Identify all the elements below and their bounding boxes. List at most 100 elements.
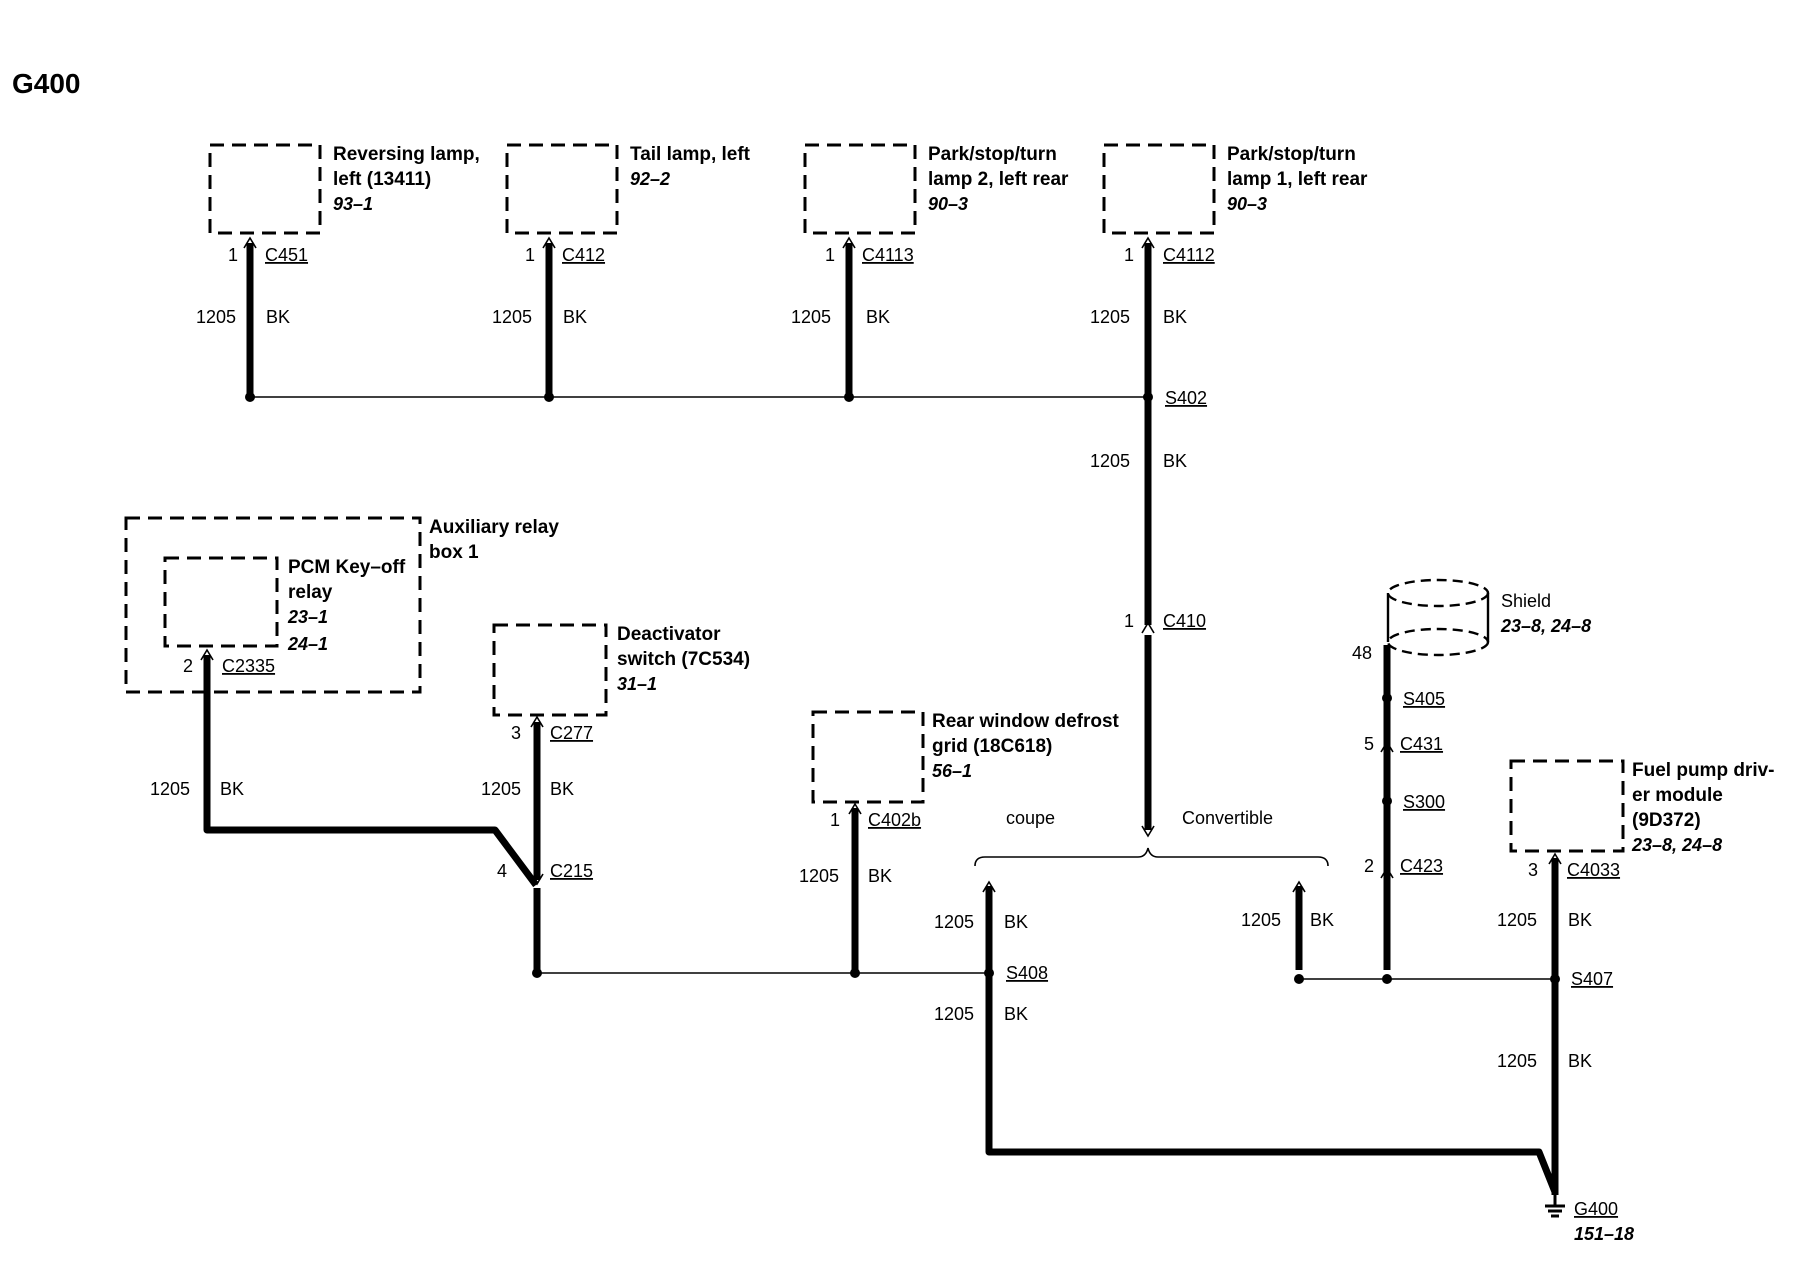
connector-c423: C423 <box>1400 856 1443 876</box>
park-lamp-1-box <box>1102 143 1216 235</box>
reversing-lamp-label-1: Reversing lamp, <box>333 144 480 165</box>
wire-circuit-label: 1205 <box>934 912 974 932</box>
splice-s405: S405 <box>1403 689 1445 709</box>
rear-defrost-component: Rear window defrost grid (18C618) 56–1 1… <box>811 710 1120 830</box>
deactivator-label-2: switch (7C534) <box>617 649 750 670</box>
diagram-title: G400 <box>12 68 81 99</box>
splice-s407: S407 <box>1571 969 1613 989</box>
connector-end-symbol <box>1141 825 1155 838</box>
connector-c4112: C4112 <box>1163 245 1215 265</box>
wire-circuit-label: 1205 <box>1090 307 1130 327</box>
wire-circuit-label: 1205 <box>1497 1051 1537 1071</box>
wire-circuit-label: 1205 <box>196 307 236 327</box>
rear-defrost-pin: 1 <box>830 810 840 830</box>
reversing-lamp-ref: 93–1 <box>333 194 373 214</box>
tail-lamp-ref: 92–2 <box>630 169 670 189</box>
park-lamp-2-pin: 1 <box>825 245 835 265</box>
connector-c4033-symbol <box>1548 852 1562 865</box>
connector-c431-symbol <box>1380 740 1394 753</box>
park-lamp-1-ref: 90–3 <box>1227 194 1267 214</box>
junction-dot <box>1294 974 1304 984</box>
splice-s408-dot <box>984 968 994 978</box>
connector-c4112-symbol <box>1141 236 1155 249</box>
wire-circuit-label: 1205 <box>481 779 521 799</box>
wire-circuit-label: 1205 <box>1241 910 1281 930</box>
fuel-pump-pin: 3 <box>1528 860 1538 880</box>
connector-c412: C412 <box>562 245 605 265</box>
pcm-relay-pin: 2 <box>183 656 193 676</box>
wire-s408-ground <box>985 976 1559 1194</box>
rear-defrost-label-2: grid (18C618) <box>932 736 1052 757</box>
rear-defrost-ref: 56–1 <box>932 761 972 781</box>
park-lamp-1-label-2: lamp 1, left rear <box>1227 169 1368 190</box>
connector-c2335-symbol <box>200 648 214 661</box>
convertible-connector-symbol <box>1292 880 1306 893</box>
fuel-pump-label-2: er module <box>1632 785 1723 806</box>
park-lamp-2-box <box>803 143 917 235</box>
fuel-pump-module-component: Fuel pump driv- er module (9D372) 23–8, … <box>1509 759 1775 880</box>
tail-lamp-component: Tail lamp, left 92–2 1 C412 1205 BK <box>492 143 751 394</box>
wire-color-label: BK <box>1163 307 1187 327</box>
splice-s402-dot <box>1143 392 1153 402</box>
shield-bottom-ellipse <box>1386 627 1490 657</box>
wire-pcm-relay <box>203 655 539 888</box>
aux-relay-box-label-2: box 1 <box>429 542 479 563</box>
wire-color-label: BK <box>220 779 244 799</box>
ground-g400: G400 151–18 <box>1545 1195 1634 1244</box>
deactivator-pin: 3 <box>511 723 521 743</box>
wire-circuit-label: 1205 <box>799 866 839 886</box>
park-lamp-1-component: Park/stop/turn lamp 1, left rear 90–3 1 … <box>1090 143 1368 394</box>
variant-convertible-label: Convertible <box>1182 808 1273 828</box>
pcm-relay-ref-1: 23–1 <box>287 607 328 627</box>
wire-circuit-label: 1205 <box>791 307 831 327</box>
wire-color-label: BK <box>550 779 574 799</box>
variant-coupe-label: coupe <box>1006 808 1055 828</box>
wire-color-label: BK <box>266 307 290 327</box>
connector-c4113-symbol <box>842 236 856 249</box>
connector-c412-symbol <box>542 236 556 249</box>
junction-dot <box>532 968 542 978</box>
connector-c431: C431 <box>1400 734 1443 754</box>
connector-c215-symbol <box>530 873 544 886</box>
connector-c410: C410 <box>1163 611 1206 631</box>
junction-dot <box>1382 974 1392 984</box>
park-lamp-2-label-2: lamp 2, left rear <box>928 169 1069 190</box>
connector-c423-pin: 2 <box>1364 856 1374 876</box>
connector-c402b: C402b <box>868 810 921 830</box>
wire-color-label: BK <box>1004 912 1028 932</box>
fuel-pump-ref: 23–8, 24–8 <box>1631 835 1722 855</box>
rear-defrost-label-1: Rear window defrost <box>932 711 1120 732</box>
connector-c423-symbol <box>1380 866 1394 879</box>
shield-top-ellipse <box>1386 578 1490 608</box>
tail-lamp-label: Tail lamp, left <box>630 144 751 165</box>
ground-ref: 151–18 <box>1574 1224 1634 1244</box>
wire-color-label: BK <box>563 307 587 327</box>
junction-dot <box>850 968 860 978</box>
wire-circuit-label: 1205 <box>492 307 532 327</box>
pcm-relay-box <box>163 556 279 648</box>
shield-ref: 23–8, 24–8 <box>1500 616 1591 636</box>
park-lamp-1-pin: 1 <box>1124 245 1134 265</box>
connector-c215-pin: 4 <box>497 861 507 881</box>
deactivator-label-1: Deactivator <box>617 624 721 645</box>
connector-c410-pin: 1 <box>1124 611 1134 631</box>
park-lamp-1-label-1: Park/stop/turn <box>1227 144 1356 165</box>
connector-c431-pin: 5 <box>1364 734 1374 754</box>
shield-pin: 48 <box>1352 643 1372 663</box>
junction-dot <box>245 392 255 402</box>
connector-c4113: C4113 <box>862 245 914 265</box>
park-lamp-2-ref: 90–3 <box>928 194 968 214</box>
junction-dot <box>844 392 854 402</box>
fuel-pump-label-1: Fuel pump driv- <box>1632 760 1775 781</box>
reversing-lamp-component: Reversing lamp, left (13411) 93–1 1 C451… <box>196 143 480 394</box>
wire-circuit-label: 1205 <box>1497 910 1537 930</box>
connector-c277-symbol <box>530 715 544 728</box>
connector-c277: C277 <box>550 723 593 743</box>
shield-component: Shield 23–8, 24–8 48 <box>1352 578 1591 663</box>
reversing-lamp-label-2: left (13411) <box>333 169 431 190</box>
fuel-pump-box <box>1509 759 1625 853</box>
deactivator-box <box>492 623 608 717</box>
park-lamp-2-label-1: Park/stop/turn <box>928 144 1057 165</box>
connector-c402b-symbol <box>848 802 862 815</box>
